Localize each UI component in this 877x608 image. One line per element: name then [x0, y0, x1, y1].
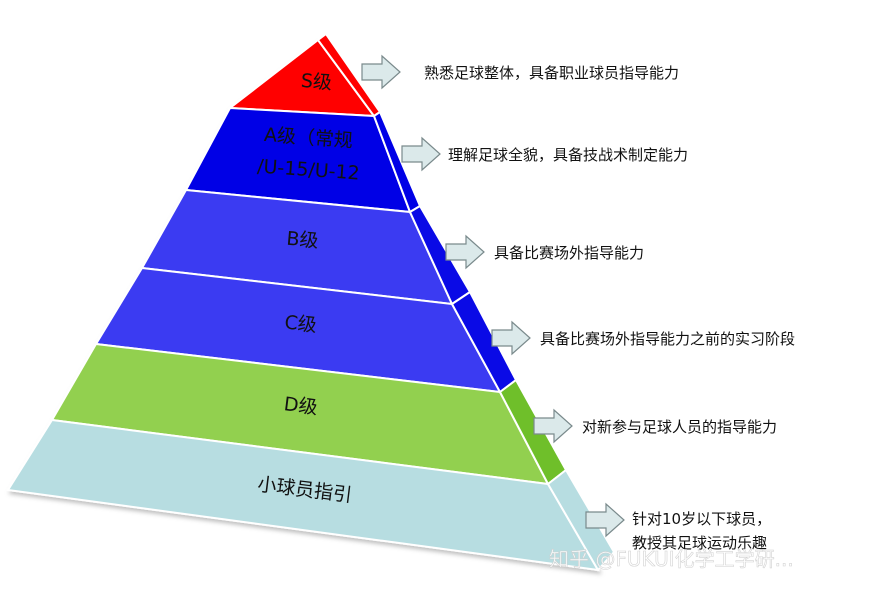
arrow-c-icon [491, 320, 531, 356]
arrow-b-icon [445, 234, 485, 270]
level-b-description: 具备比赛场外指导能力 [494, 244, 644, 262]
level-s-label: S级 [300, 70, 333, 94]
level-c-description: 具备比赛场外指导能力之前的实习阶段 [540, 330, 795, 348]
level-youth-side [546, 468, 616, 572]
level-s-description: 熟悉足球整体，具备职业球员指导能力 [424, 64, 679, 82]
level-d-description: 对新参与足球人员的指导能力 [582, 418, 777, 436]
level-b-label: B级 [286, 228, 320, 253]
level-d-label: D级 [283, 393, 319, 419]
level-a-description: 理解足球全貌，具备技战术制定能力 [448, 146, 688, 164]
level-youth-description-line1: 针对10岁以下球员， [632, 510, 771, 528]
arrow-a-icon [401, 136, 441, 172]
arrow-youth-icon [585, 502, 625, 538]
watermark: 知乎 @FUKUI化学工学研... [549, 547, 794, 571]
level-youth-description-line2: 教授其足球运动乐趣 [632, 534, 767, 552]
level-c-label: C级 [283, 311, 317, 336]
arrow-d-icon [533, 408, 573, 444]
arrow-s-icon [361, 54, 401, 90]
